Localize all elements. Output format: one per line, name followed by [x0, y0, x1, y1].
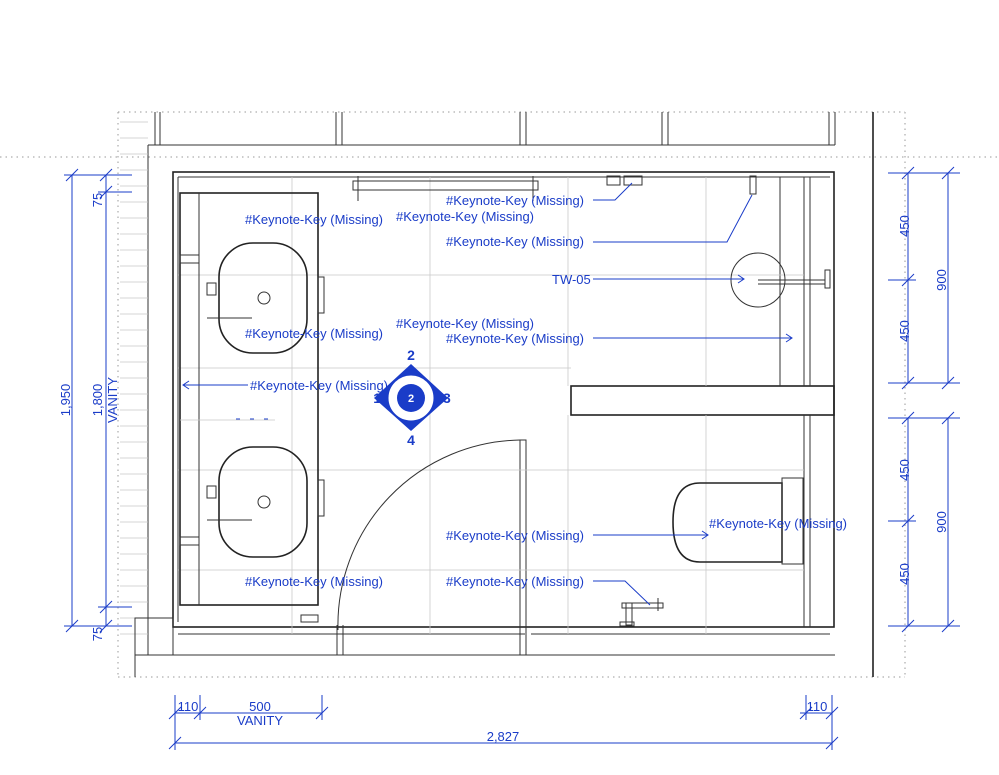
dim-right-upper-900: 900	[934, 269, 949, 291]
dim-right-lower-450b: 450	[897, 563, 912, 585]
bottom-dimension-lines	[168, 695, 839, 750]
room-walls	[134, 171, 835, 677]
elevation-number-4: 4	[407, 432, 415, 448]
right-dimension-lines	[888, 166, 960, 633]
elevation-number-2: 2	[407, 347, 415, 363]
keynote-label: #Keynote-Key (Missing)	[250, 378, 388, 393]
elevation-center-number: 2	[408, 393, 414, 405]
left-wall-hatch	[120, 121, 149, 655]
keynote-label: #Keynote-Key (Missing)	[446, 193, 584, 208]
dim-left-top-75: 75	[90, 193, 105, 207]
keynote-label: #Keynote-Key (Missing)	[245, 326, 383, 341]
keynote-leaders	[182, 182, 793, 606]
left-dimension-lines	[64, 168, 132, 633]
vanity	[179, 192, 319, 606]
floor-tap	[619, 598, 664, 627]
dim-bottom-110-left: 110	[178, 699, 199, 714]
keynote-label: #Keynote-Key (Missing)	[446, 331, 584, 346]
dim-right-lower-450a: 450	[897, 459, 912, 481]
dim-left-vanity: VANITY	[105, 377, 120, 423]
dim-bottom-500: 500	[249, 699, 271, 714]
window-frames	[148, 112, 874, 677]
dim-bottom-2827: 2,827	[487, 729, 520, 744]
keynote-label: #Keynote-Key (Missing)	[709, 516, 847, 531]
keynote-label: #Keynote-Key (Missing)	[446, 528, 584, 543]
keynote-label: #Keynote-Key (Missing)	[446, 234, 584, 249]
basin-lower	[206, 446, 325, 558]
dim-left-1950: 1,950	[58, 384, 73, 417]
keynote-label: #Keynote-Key (Missing)	[245, 212, 383, 227]
keynote-label: #Keynote-Key (Missing)	[396, 209, 534, 224]
shower	[730, 252, 831, 308]
dim-right-upper-450b: 450	[897, 320, 912, 342]
elevation-number-3: 3	[443, 390, 451, 406]
dim-left-bottom-75: 75	[90, 627, 105, 641]
elevation-number-1: 1	[373, 390, 381, 406]
keynote-labels: #Keynote-Key (Missing) #Keynote-Key (Mis…	[245, 193, 847, 589]
fixture-top-right	[300, 175, 757, 623]
keynote-label-tw05: TW-05	[552, 272, 591, 287]
dim-bottom-vanity: VANITY	[237, 713, 283, 728]
towel-rail	[352, 176, 539, 201]
door-swing	[336, 439, 521, 655]
dim-bottom-110-right: 110	[807, 699, 828, 714]
reference-lines	[0, 111, 999, 678]
keynote-label: #Keynote-Key (Missing)	[245, 574, 383, 589]
toilet	[672, 477, 804, 565]
elevation-marker: 2 1 3 4 2	[373, 347, 451, 448]
keynote-label: #Keynote-Key (Missing)	[446, 574, 584, 589]
dim-right-upper-450a: 450	[897, 215, 912, 237]
dim-right-lower-900: 900	[934, 511, 949, 533]
basin-upper	[206, 242, 325, 354]
tile-grid	[178, 177, 804, 634]
keynote-label: #Keynote-Key (Missing)	[396, 316, 534, 331]
dim-left-1800: 1,800	[90, 384, 105, 417]
